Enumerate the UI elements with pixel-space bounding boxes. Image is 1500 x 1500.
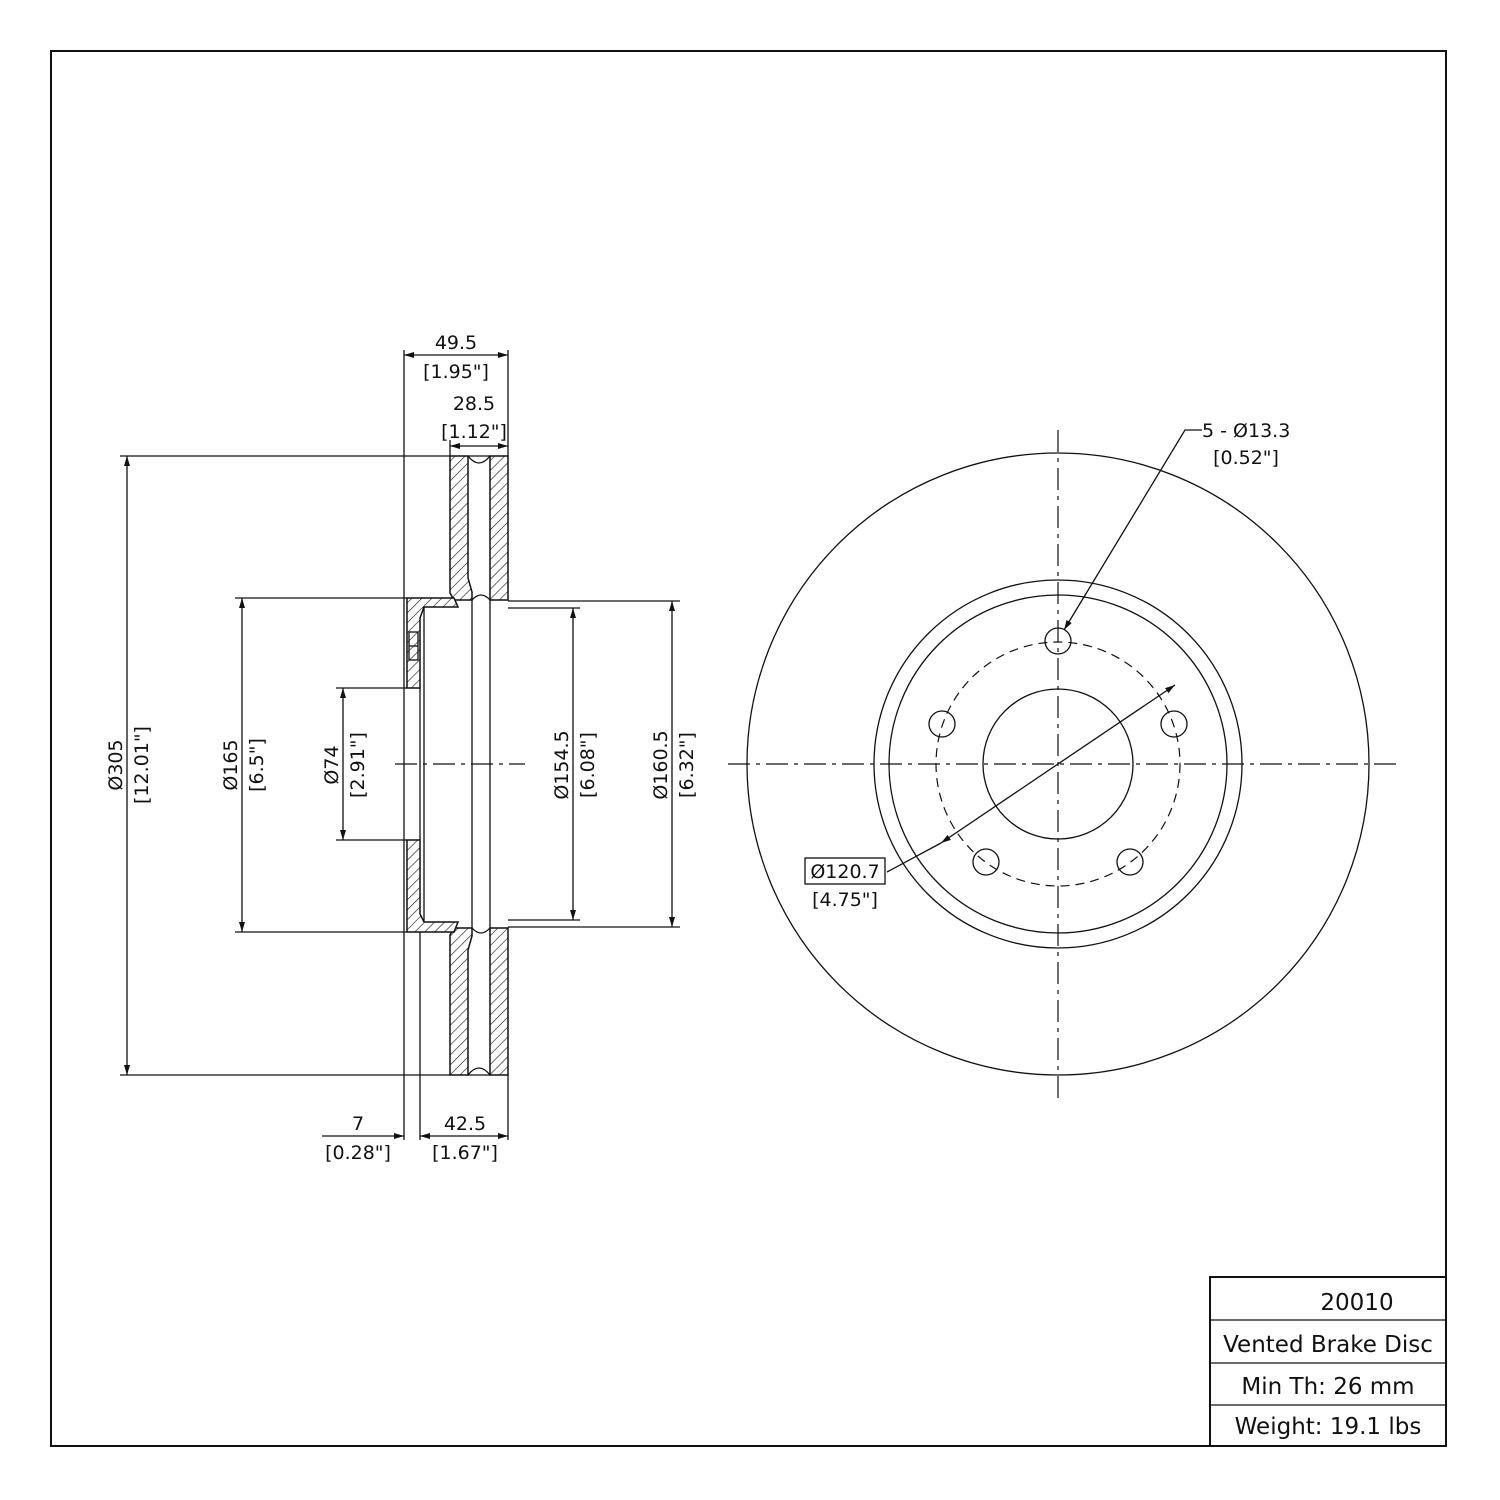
outer-diameter-mm: Ø305 xyxy=(105,739,127,790)
bolt-hole-5 xyxy=(928,710,956,738)
inner-diameter-a-mm: Ø154.5 xyxy=(551,730,573,799)
lower-outboard-plate xyxy=(449,927,473,1076)
title-block: 20010 Vented Brake Disc Min Th: 26 mm We… xyxy=(1209,1276,1447,1447)
bolt-circle-inch: [4.75"] xyxy=(812,889,878,911)
hat-wall-top xyxy=(406,597,460,689)
bolt-hole-4 xyxy=(972,848,1000,876)
inner-diameter-b-mm: Ø160.5 xyxy=(650,730,672,799)
hat-wall-bottom xyxy=(406,839,460,933)
side-dimensions: 49.5 [1.95"] 28.5 [1.12"] Ø305 [12.01"] … xyxy=(105,332,698,1164)
bolt-circle-box xyxy=(804,857,886,885)
inner-diameter-a-inch: [6.08"] xyxy=(577,732,599,798)
overall-width-mm: 49.5 xyxy=(435,332,477,354)
vent-inner-bottom xyxy=(471,927,491,934)
friction-width-inch: [1.12"] xyxy=(441,421,507,443)
overall-width-inch: [1.95"] xyxy=(423,361,489,383)
hat-diameter-mm: Ø165 xyxy=(220,739,242,790)
vent-bottom-curve xyxy=(467,1067,491,1076)
center-bore-mm: Ø74 xyxy=(321,745,343,784)
hat-thickness-mm: 7 xyxy=(352,1113,364,1135)
center-bore-inch: [2.91"] xyxy=(347,732,369,798)
hat-diameter-inch: [6.5"] xyxy=(246,738,268,792)
bolt-circle-dim-line xyxy=(940,684,1176,844)
upper-outboard-plate xyxy=(449,455,473,601)
drawing-frame xyxy=(50,50,1447,1447)
hat-height-mm: 42.5 xyxy=(444,1113,486,1135)
bolt-circle-mm: Ø120.7 xyxy=(810,861,879,883)
hat-height-inch: [1.67"] xyxy=(432,1142,498,1164)
outer-diameter-inch: [12.01"] xyxy=(131,726,153,804)
title-block-frame xyxy=(1209,1276,1447,1447)
front-view: 5 - Ø13.3 [0.52"] Ø120.7 [4.75"] xyxy=(728,420,1398,1100)
bolt-hole-2 xyxy=(1160,710,1188,738)
bolt-holes-mm: 5 - Ø13.3 xyxy=(1202,420,1290,442)
min-thickness: Min Th: 26 mm xyxy=(1241,1374,1414,1400)
vent-inner-top xyxy=(471,594,491,601)
bolt-holes-inch: [0.52"] xyxy=(1213,447,1279,469)
part-number: 20010 xyxy=(1320,1290,1393,1316)
hat-thickness-inch: [0.28"] xyxy=(325,1142,391,1164)
bolt-circle-leader xyxy=(886,842,942,873)
vent-top-curve xyxy=(467,455,491,464)
friction-width-mm: 28.5 xyxy=(453,393,495,415)
bolt-hole-3 xyxy=(1116,848,1144,876)
lower-inboard-plate xyxy=(489,927,509,1076)
side-section-view xyxy=(395,455,525,1076)
inner-diameter-b-inch: [6.32"] xyxy=(676,732,698,798)
weight: Weight: 19.1 lbs xyxy=(1235,1414,1422,1440)
part-description: Vented Brake Disc xyxy=(1223,1332,1433,1358)
bolt-hole-leader xyxy=(1063,429,1202,631)
upper-inboard-plate xyxy=(489,455,509,601)
